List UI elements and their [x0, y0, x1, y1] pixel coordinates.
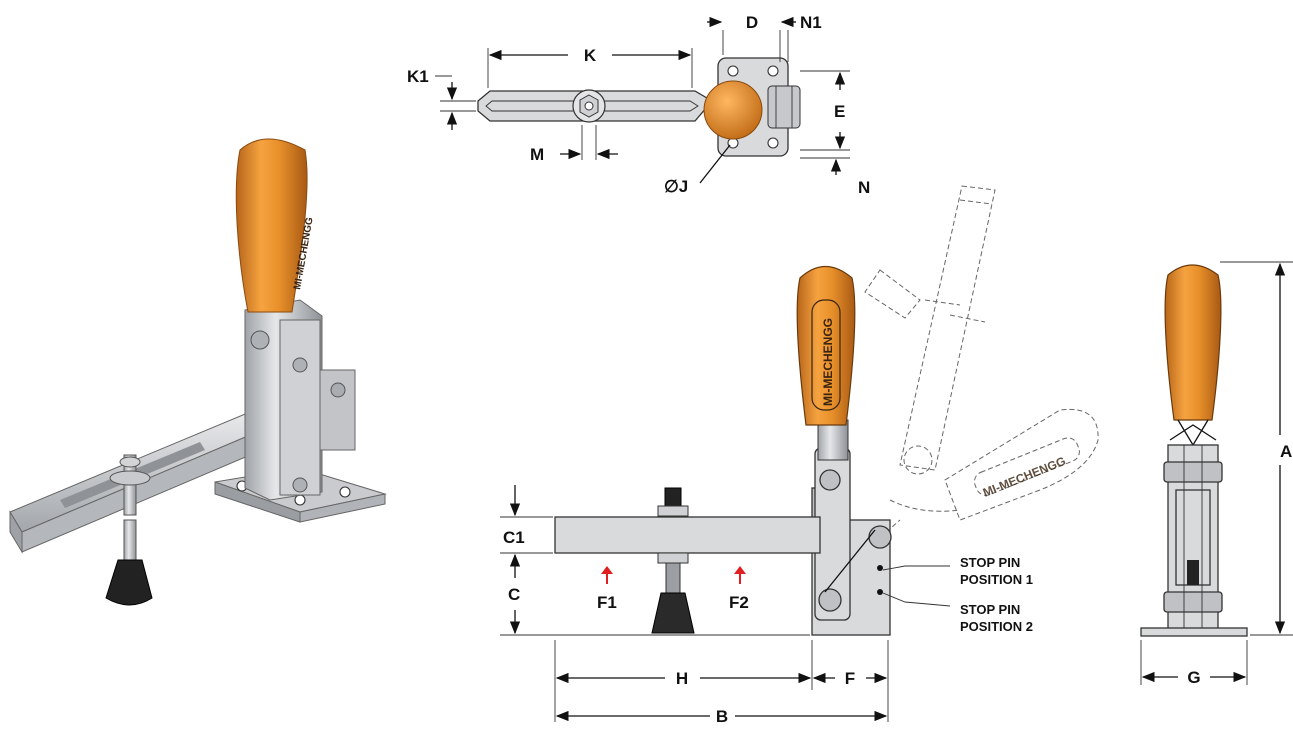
clamp-3d-render: MI-MECHENGG: [9, 138, 387, 606]
dim-c: C: [508, 585, 520, 604]
dim-j: ∅J: [664, 177, 688, 196]
dim-m: M: [530, 145, 544, 164]
label-f2: F2: [729, 593, 749, 612]
dim-b: B: [716, 707, 728, 726]
dim-f: F: [845, 669, 855, 688]
force-arrow-f1: [601, 566, 613, 584]
front-view: MI-MECHENGG MI-MECHENGG F1 F2: [500, 185, 1099, 726]
stop-pin-2-line2: POSITION 2: [960, 619, 1033, 634]
dim-k1: K1: [407, 67, 429, 86]
top-view: K D N1 E N K1 M ∅J: [407, 13, 870, 197]
label-f1: F1: [597, 593, 617, 612]
side-view: G A: [1140, 261, 1293, 687]
stop-pin-1-line2: POSITION 1: [960, 572, 1033, 587]
dim-e: E: [834, 102, 845, 121]
ghost-brand-text: MI-MECHENGG: [981, 454, 1068, 500]
dim-n: N: [858, 178, 870, 197]
dim-c1: C1: [503, 528, 525, 547]
stop-pin-2-line1: STOP PIN: [960, 602, 1020, 617]
handle-brand-text: MI-MECHENGG: [821, 318, 835, 406]
dim-n1: N1: [800, 13, 822, 32]
force-arrow-f2: [734, 566, 746, 584]
dim-d: D: [746, 13, 758, 32]
dim-g: G: [1187, 668, 1200, 687]
dim-h: H: [676, 669, 688, 688]
stop-pin-1-line1: STOP PIN: [960, 555, 1020, 570]
dim-k: K: [584, 46, 597, 65]
dim-a: A: [1280, 442, 1292, 461]
